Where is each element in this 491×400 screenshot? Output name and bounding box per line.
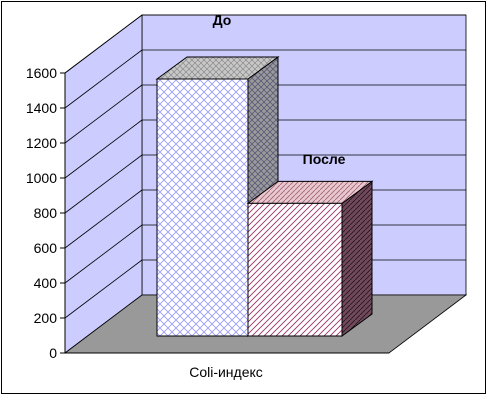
gridline-left-1200 (64, 84, 143, 144)
gridline-left-200 (64, 259, 143, 319)
bar-1 (155, 56, 280, 337)
gridline-left-1600 (64, 14, 143, 74)
category-label: Coli-индекс (189, 364, 263, 380)
y-tick-label-600: 600 (34, 240, 58, 256)
gridline-left-400 (64, 224, 143, 284)
bar-2 (246, 180, 374, 337)
y-tick-label-200: 200 (34, 310, 58, 326)
gridline-left-600 (64, 189, 143, 249)
y-tick-label-800: 800 (34, 205, 58, 221)
bars (155, 56, 374, 337)
series-label-1: До (213, 12, 232, 28)
y-axis: 0 200 400 600 800 1000 1200 1400 1600 (26, 65, 389, 361)
y-tick-label-400: 400 (34, 275, 58, 291)
bar-front-1 (156, 78, 249, 337)
gridline-left-1400 (64, 49, 143, 109)
bar-side-2 (341, 180, 373, 337)
bar-front-2 (247, 202, 343, 337)
gridline-left-1000 (64, 119, 143, 179)
y-tick-label-1200: 1200 (26, 135, 57, 151)
y-tick-label-1400: 1400 (26, 100, 57, 116)
series-label-2: После (303, 151, 346, 167)
y-tick-label-0: 0 (49, 345, 57, 361)
y-tick-label-1000: 1000 (26, 170, 57, 186)
y-tick-label-1600: 1600 (26, 65, 57, 81)
gridline-left-800 (64, 154, 143, 214)
